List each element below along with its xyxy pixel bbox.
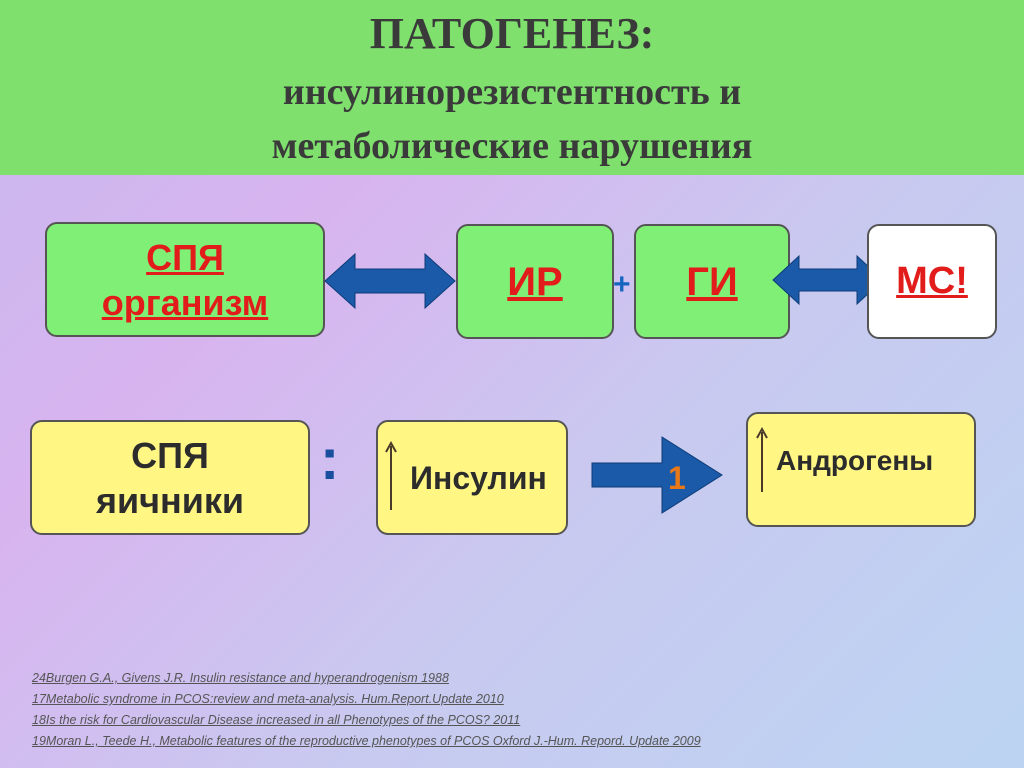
reference-item: 19Moran L., Teede H., Metabolic features…	[32, 734, 701, 748]
insulin-box: Инсулин	[376, 420, 568, 535]
androgens-label: Андрогены	[776, 445, 934, 476]
title-line-2: инсулинорезистентность и	[282, 71, 742, 113]
up-arrow-icon-2	[756, 426, 768, 492]
title-line-3: метаболические нарушения	[271, 125, 753, 167]
colon-sign: :	[320, 427, 340, 492]
arrow-number: 1	[668, 460, 686, 496]
ir-label: ИР	[507, 259, 563, 304]
ms-box: МС!	[867, 224, 997, 339]
double-arrow-icon	[324, 252, 456, 310]
spya-ovary-box: СПЯ яичники	[30, 420, 310, 535]
gi-label: ГИ	[686, 259, 738, 304]
right-arrow-icon	[591, 436, 723, 514]
spya-body-line2: организм	[101, 281, 269, 323]
references-list: 24Burgen G.A., Givens J.R. Insulin resis…	[32, 668, 932, 752]
spya-ovary-line2: яичники	[95, 479, 245, 521]
reference-item: 18Is the risk for Cardiovascular Disease…	[32, 713, 521, 727]
spya-body-line1: СПЯ	[146, 236, 224, 278]
title-banner: ПАТОГЕНЕЗ: инсулинорезистентность и мета…	[0, 0, 1024, 175]
insulin-label: Инсулин	[410, 459, 547, 496]
spya-body-box: СПЯ организм	[45, 222, 325, 337]
gi-box: ГИ	[634, 224, 790, 339]
reference-item: 17Metabolic syndrome in PCOS:review and …	[32, 692, 504, 706]
title-line-1: ПАТОГЕНЕЗ:	[369, 9, 655, 58]
ir-box: ИР	[456, 224, 614, 339]
up-arrow-icon	[385, 440, 397, 510]
ms-label: МС!	[896, 259, 968, 302]
plus-sign: +	[613, 268, 631, 301]
androgens-box: Андрогены	[746, 412, 976, 527]
spya-ovary-line1: СПЯ	[131, 434, 209, 476]
reference-item: 24Burgen G.A., Givens J.R. Insulin resis…	[32, 671, 449, 685]
